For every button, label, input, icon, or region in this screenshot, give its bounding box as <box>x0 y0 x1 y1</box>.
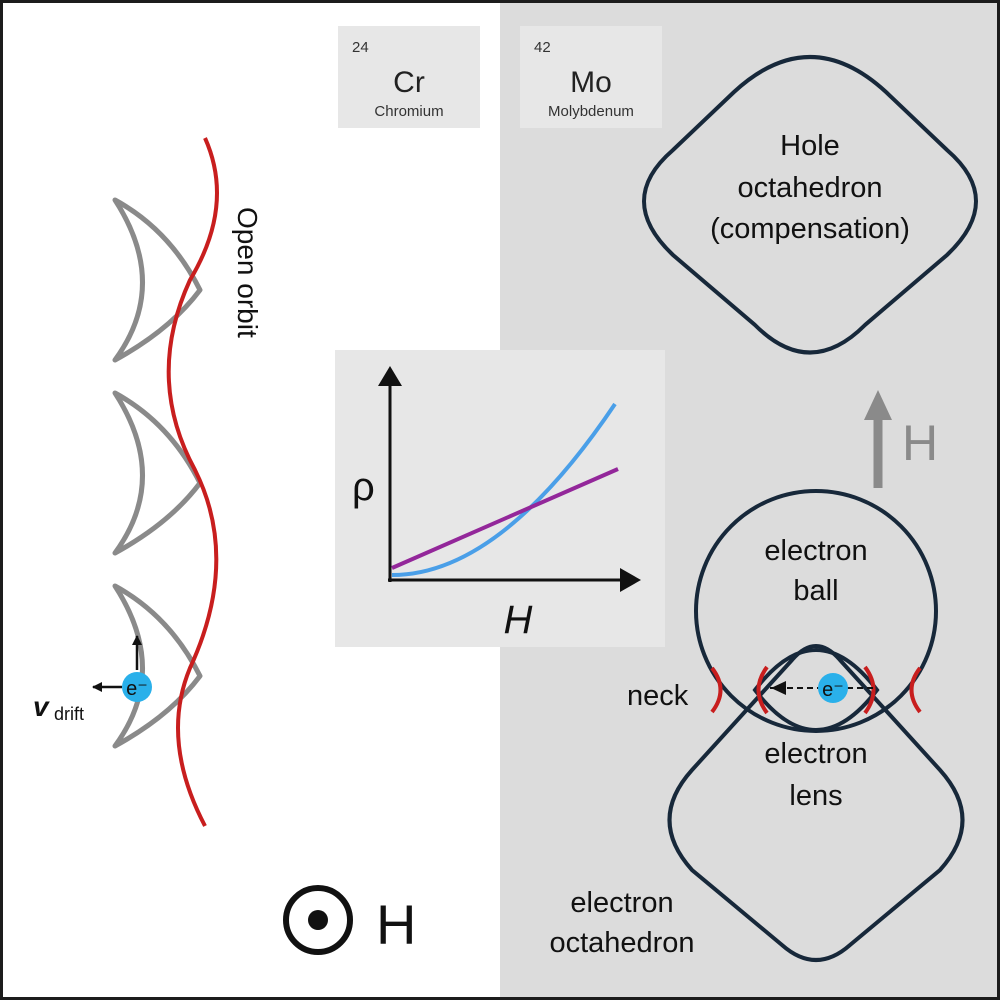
electron-label: e⁻ <box>126 678 148 700</box>
element-name: Molybdenum <box>548 103 634 120</box>
pocket-crescent <box>112 390 203 556</box>
element-symbol: Cr <box>393 66 425 99</box>
electron-dot <box>122 672 152 702</box>
electron-dot-right <box>818 673 848 703</box>
lens-label-line2: lens <box>789 780 842 812</box>
open-orbit-label: Open orbit <box>232 207 263 338</box>
dashed-path-arrowhead <box>771 681 786 695</box>
element-number: 24 <box>352 39 369 56</box>
pocket-crescent <box>112 197 203 363</box>
x-axis-label: H <box>504 598 533 642</box>
octahedron-label-line2: octahedron <box>549 927 694 959</box>
quadratic-curve <box>391 402 617 577</box>
element-tile-bg <box>338 26 480 128</box>
field-arrow-head <box>864 390 892 420</box>
fermi-surface-diagram: Hole octahedron (compensation) H e⁻ elec… <box>549 55 978 962</box>
field-dot-icon <box>308 910 328 930</box>
inset-background <box>335 350 665 647</box>
element-name: Chromium <box>374 103 443 120</box>
octahedron-label-line1: electron <box>570 887 673 919</box>
hole-label-line2: octahedron <box>737 172 882 204</box>
ball-label-line1: electron <box>764 535 867 567</box>
neck-label: neck <box>627 680 689 712</box>
field-label-left: H <box>376 893 416 956</box>
velocity-subscript: drift <box>54 704 84 724</box>
pocket-crescent <box>112 583 203 749</box>
open-orbit-curve <box>166 137 219 827</box>
element-symbol: Mo <box>570 66 612 99</box>
element-number: 42 <box>534 39 551 56</box>
element-tile-chromium: 24 Cr Chromium <box>338 26 480 128</box>
velocity-symbol: v <box>33 691 50 722</box>
y-axis-label: ρ <box>352 465 375 509</box>
electron-lens <box>752 648 880 732</box>
hole-octahedron <box>642 55 978 355</box>
ball-label-line2: ball <box>793 575 838 607</box>
neck-arc <box>756 665 769 715</box>
neck-arc <box>909 666 922 714</box>
hole-label-line1: Hole <box>780 130 840 162</box>
element-tile-molybdenum: 42 Mo Molybdenum <box>520 26 662 128</box>
neck-arc <box>710 666 723 714</box>
electron-label-right: e⁻ <box>822 679 844 701</box>
open-orbit-diagram: Open orbit e⁻ v drift H <box>33 137 416 956</box>
y-axis-arrowhead <box>378 366 402 386</box>
x-axis-arrowhead <box>620 568 641 592</box>
lens-label-line1: electron <box>764 738 867 770</box>
field-label-right: H <box>902 415 938 471</box>
inset-plot: ρ H <box>335 350 665 647</box>
hole-label-line3: (compensation) <box>710 213 910 245</box>
neck-arc <box>863 665 876 715</box>
element-tile-bg <box>520 26 662 128</box>
linear-curve <box>391 467 619 570</box>
field-out-of-page-icon <box>283 885 353 955</box>
